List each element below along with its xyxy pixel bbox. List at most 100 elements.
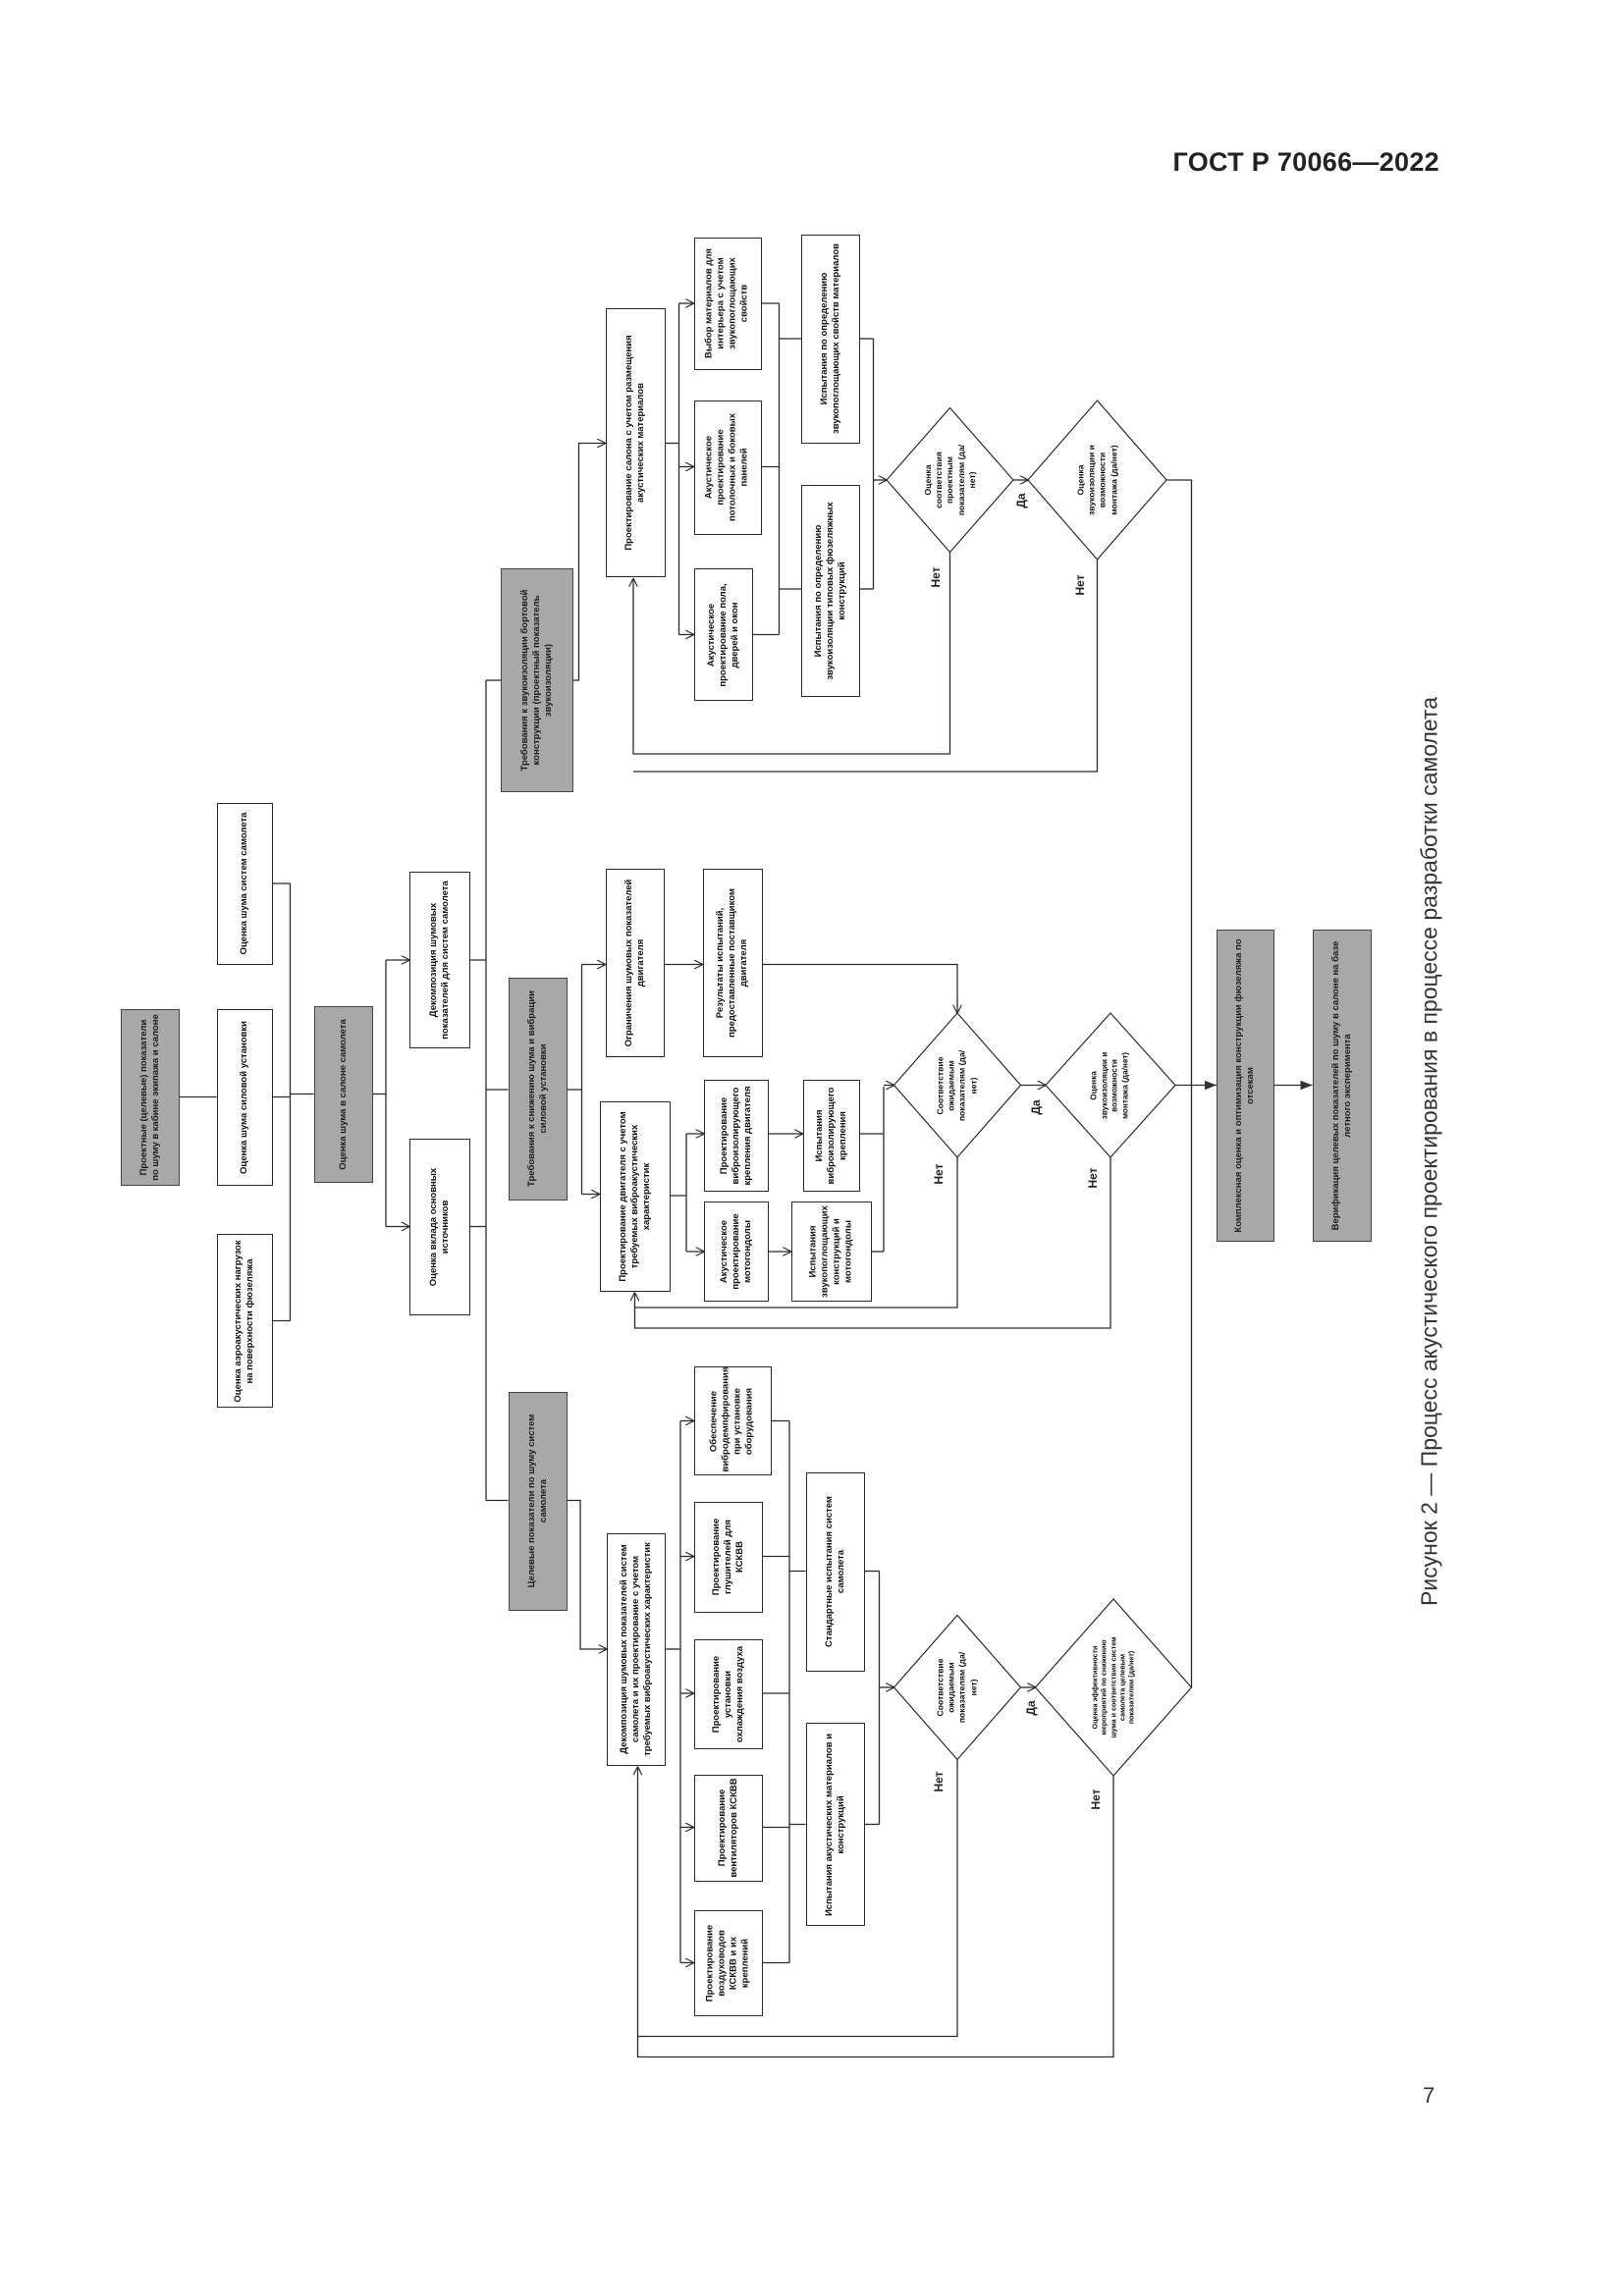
expected-indicators-decision-engine-diamond [893, 1012, 1022, 1158]
box-label: Оценка шума систем самолета [238, 812, 249, 955]
connector-line [636, 1776, 1114, 2058]
box-label: Оценка вклада основных источников [427, 1167, 451, 1286]
connector-line [633, 560, 1099, 773]
box-label: Верификация целевых показателей по шуму … [1329, 940, 1353, 1230]
design-compliance-decision-label: Оценка соответствия проектным показателя… [922, 444, 977, 516]
powerplant-noise-box: Оценка шума силовой установки [216, 1008, 273, 1186]
box-label: Выбор материалов для интерьера с учетом … [703, 248, 751, 358]
vibration-damping-box: Обеспечение вибродемпфирования при устан… [693, 1366, 772, 1475]
arrow-connector [638, 1759, 958, 2038]
arrow-connector [572, 444, 606, 681]
acoustic-materials-tests-box: Испытания акустических материалов и конс… [805, 1723, 865, 1926]
aeroacoustic-loads-box: Оценка аэроакустических нагрузок на пове… [216, 1234, 273, 1408]
box-label: Акустическое проектирование потолочных и… [703, 413, 751, 522]
arrow-connector [635, 1157, 958, 1308]
yes-branch-label: Да [1028, 1099, 1043, 1115]
standard-systems-tests-box: Стандартные испытания систем самолета [805, 1472, 865, 1672]
systems-decomposition-box: Декомпозиция шумовых показателей для сис… [409, 872, 470, 1048]
box-label: Комплексная оценка и оптимизация констру… [1233, 937, 1257, 1233]
box-label: Оценка шума силовой установки [238, 1020, 249, 1174]
insulation-mounting-decision-engine-label: Оценка звукоизоляции и возможности монта… [1089, 1051, 1130, 1119]
yes-branch-label: Да [1013, 493, 1028, 508]
expected-indicators-decision-systems-label: Соответствие ожидаемым показателям (да/н… [935, 1651, 979, 1724]
main-sources-contribution-box: Оценка вклада основных источников [409, 1138, 470, 1315]
cabin-design-box: Проектирование салона с учетом размещени… [605, 307, 666, 577]
box-label: Результаты испытаний, предоставленные по… [715, 888, 750, 1038]
air-ducts-design-box: Проектирование воздуховодов КСКВВ и их к… [693, 1909, 763, 2016]
floor-doors-windows-design-box: Акустическое проектирование пола, дверей… [693, 568, 753, 701]
supplier-test-results-box: Результаты испытаний, предоставленные по… [702, 869, 763, 1057]
box-label: Стандартные испытания систем самолета [823, 1496, 846, 1648]
complex-assessment-box: Комплексная оценка и оптимизация констру… [1217, 929, 1274, 1242]
box-label: Проектирование двигателя с учетом требуе… [617, 1111, 652, 1282]
box-label: Требования к звукоизоляции бортовой конс… [518, 589, 554, 772]
nacelle-tests-box: Испытания звукопоглощающих конструкций и… [790, 1201, 872, 1302]
air-cooling-unit-design-box: Проектирование установки охлаждения возд… [693, 1638, 763, 1749]
connector-line [1166, 479, 1193, 1687]
no-branch-label: Нет [931, 1162, 946, 1185]
engine-mount-design-box: Проектирование виброизолирующего креплен… [704, 1079, 769, 1192]
document-header: ГОСТ Р 70066—2022 [1172, 147, 1439, 177]
fans-design-box: Проектирование вентиляторов КСКВВ [693, 1774, 763, 1882]
box-label: Проектирование виброизолирующего креплен… [718, 1086, 754, 1185]
fuselage-insulation-tests-box: Испытания по определению звукоизоляции т… [801, 484, 860, 697]
arrow-connector [567, 1499, 608, 1650]
expected-indicators-decision-engine-label: Соответствие ожидаемым показателям (да/н… [935, 1049, 979, 1121]
silencers-design-box: Проектирование глушителей для КСКВВ [693, 1502, 763, 1613]
insulation-mounting-decision-cabin-label: Оценка звукоизоляции и возможности монта… [1075, 445, 1118, 515]
absorption-tests-box: Испытания по определению звукопоглощающи… [801, 234, 860, 444]
box-label: Декомпозиция шумовых показателей для сис… [427, 881, 451, 1040]
no-branch-label: Нет [931, 1771, 946, 1792]
measures-effectiveness-decision-diamond [1034, 1598, 1193, 1777]
expected-indicators-decision-systems-diamond [893, 1614, 1022, 1761]
no-branch-label: Нет [1086, 1167, 1100, 1189]
box-label: Проектирование установки охлаждения возд… [710, 1645, 745, 1742]
interior-materials-selection-box: Выбор материалов для интерьера с учетом … [693, 237, 762, 370]
arrow-connector [633, 552, 951, 755]
systems-target-indicators-box: Целевые показатели по шуму систем самоле… [508, 1391, 568, 1611]
cabin-noise-assessment-box: Оценка шума в салоне самолета [313, 1005, 373, 1183]
box-label: Испытания виброизолирующего крепления [813, 1087, 848, 1184]
box-label: Проектирование воздуховодов КСКВВ и их к… [704, 1924, 751, 2002]
nacelle-design-box: Акустическое проектирование мотогондолы [704, 1201, 769, 1302]
box-label: Акустическое проектирование мотогондолы [718, 1213, 754, 1290]
figure-caption: Рисунок 2 — Процесс акустического проект… [1416, 696, 1442, 1607]
no-branch-label: Нет [1072, 573, 1087, 596]
no-branch-label: Нет [1089, 1789, 1103, 1810]
box-label: Декомпозиция шумовых показателей систем … [618, 1542, 654, 1756]
systems-decomposition-design-box: Декомпозиция шумовых показателей систем … [607, 1532, 666, 1766]
measures-effectiveness-decision-label: Оценка эффективности мероприятий по сниж… [1090, 1636, 1137, 1738]
box-label: Проектирование вентиляторов КСКВВ [716, 1778, 739, 1878]
aircraft-systems-noise-box: Оценка шума систем самолета [216, 802, 273, 965]
sound-insulation-requirements-box: Требования к звукоизоляции бортовой конс… [501, 568, 573, 792]
box-label: Проектирование салона с учетом размещени… [623, 335, 647, 551]
connector-line [633, 1157, 1111, 1329]
box-label: Проектирование глушителей для КСКВВ [710, 1519, 745, 1596]
box-label: Целевые показатели по шуму систем самоле… [525, 1414, 549, 1588]
box-label: Требования к снижению шума и вибрации си… [525, 990, 549, 1188]
engine-design-box: Проектирование двигателя с учетом требуе… [599, 1101, 671, 1292]
box-label: Ограничения шумовых показателей двигател… [623, 879, 646, 1047]
box-label: Оценка аэроакустических нагрузок на пове… [232, 1239, 255, 1403]
flight-test-verification-box: Верификация целевых показателей по шуму … [1312, 929, 1372, 1242]
engine-noise-limits-box: Ограничения шумовых показателей двигател… [605, 869, 665, 1057]
box-label: Испытания звукопоглощающих конструкций и… [807, 1205, 854, 1298]
design-compliance-decision-diamond [886, 406, 1014, 554]
engine-mount-tests-box: Испытания виброизолирующего крепления [802, 1079, 860, 1192]
box-label: Испытания по определению звукоизоляции т… [812, 501, 848, 680]
yes-branch-label: Да [1024, 1700, 1038, 1716]
powerplant-requirements-box: Требования к снижению шума и вибрации си… [508, 978, 568, 1201]
box-label: Акустическое проектирование пола, дверей… [705, 582, 740, 687]
box-label: Испытания акустических материалов и конс… [823, 1733, 846, 1916]
box-label: Проектные (целевые) показатели по шуму в… [137, 1013, 161, 1181]
box-label: Испытания по определению звукопоглощающи… [818, 243, 841, 434]
target-noise-indicators-box: Проектные (целевые) показатели по шуму в… [121, 1008, 180, 1186]
insulation-mounting-decision-engine-diamond [1045, 1012, 1176, 1158]
box-label: Обеспечение вибродемпфирования при устан… [708, 1366, 756, 1471]
arrow-connector [763, 963, 957, 1014]
insulation-mounting-decision-cabin-diamond [1027, 400, 1167, 561]
ceiling-side-panels-design-box: Акустическое проектирование потолочных и… [693, 400, 762, 535]
page-number: 7 [1423, 2083, 1435, 2108]
